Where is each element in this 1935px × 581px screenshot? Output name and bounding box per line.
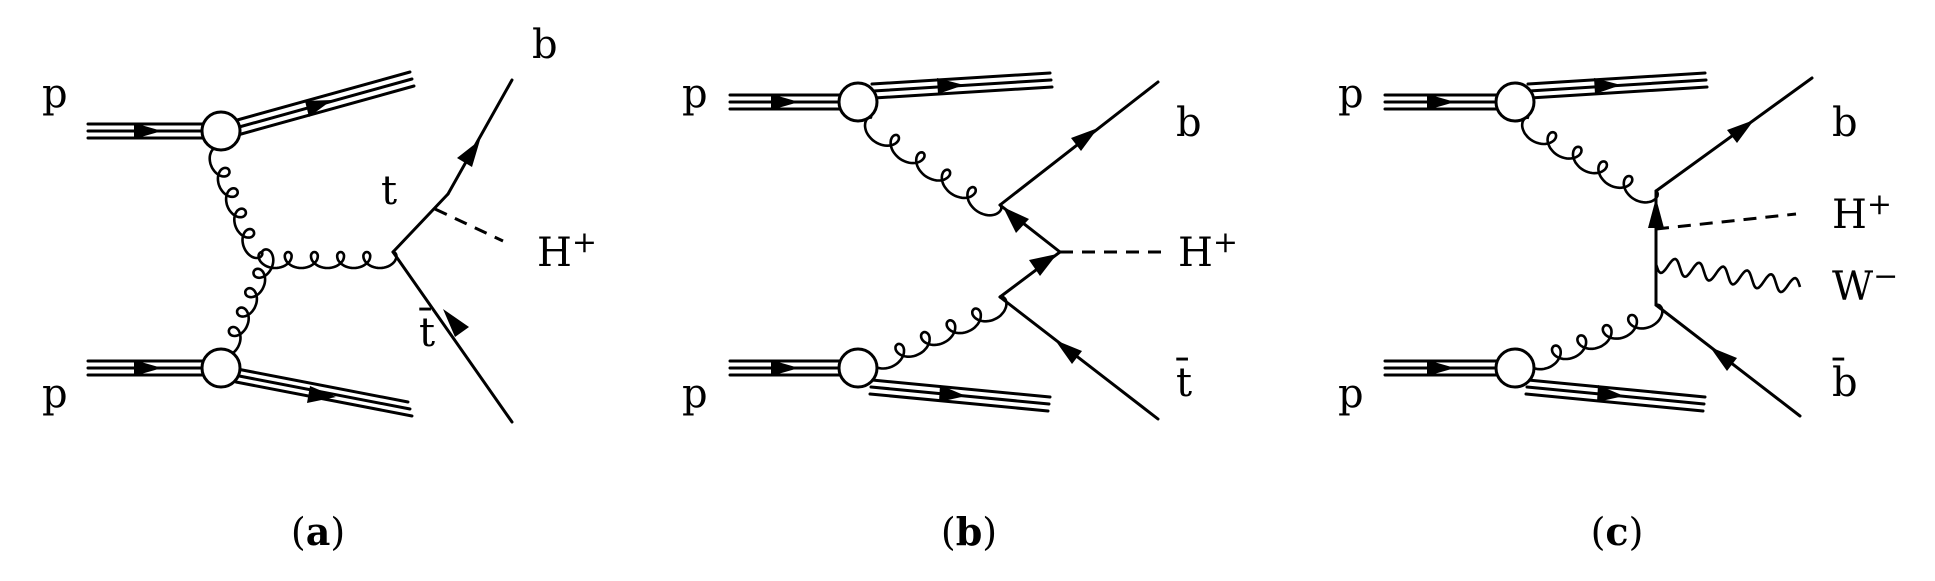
arrow-icon — [443, 309, 469, 337]
label-proton-top: p — [1338, 71, 1364, 117]
proton-blob — [837, 347, 879, 389]
arrow-icon — [937, 78, 964, 94]
arrow-icon — [1029, 254, 1057, 276]
arrow-icon — [771, 94, 799, 110]
proton-blob — [1494, 81, 1536, 123]
w-boson-line — [1654, 257, 1802, 294]
proton-line-top — [1383, 93, 1507, 111]
arrow-icon — [1594, 78, 1621, 94]
proton-line-top — [86, 122, 214, 140]
label-proton-bottom: p — [1338, 371, 1364, 417]
label-bbar: b̄ — [1832, 357, 1858, 406]
proton-remnant-bottom — [868, 378, 1052, 413]
label-t: t — [381, 168, 397, 214]
arrow-icon — [1727, 120, 1754, 143]
label-b: b — [1832, 100, 1858, 146]
arrow-icon — [1071, 128, 1098, 151]
arrow-icon — [307, 386, 336, 403]
arrow-icon — [1710, 347, 1737, 371]
charged-higgs-line — [434, 207, 504, 243]
gluon-line — [208, 146, 264, 260]
proton-remnant-top — [228, 70, 416, 138]
arrow-icon — [1597, 385, 1624, 402]
arrow-icon — [305, 100, 332, 117]
proton-remnant-bottom — [1524, 378, 1707, 413]
arrow-icon — [457, 140, 480, 167]
gluon-line — [219, 248, 275, 357]
antitop-line — [998, 295, 1160, 421]
arrow-icon — [1003, 207, 1029, 233]
antitop-line — [391, 250, 514, 424]
proton-remnant-bottom — [230, 366, 414, 418]
arrow-icon — [939, 385, 966, 402]
caption-a: (a) — [291, 509, 345, 554]
label-proton-bottom: p — [42, 371, 68, 417]
proton-blob — [1494, 347, 1536, 389]
proton-blob — [200, 347, 242, 389]
proton-line-bottom — [86, 359, 214, 377]
label-proton-top: p — [42, 71, 68, 117]
gluon-line — [1520, 116, 1660, 204]
label-higgs: H+ — [1832, 187, 1892, 238]
arrow-icon — [1055, 340, 1082, 364]
label-w-boson: W− — [1832, 259, 1898, 310]
diagram-c: p p b H+ W− b̄ (c) — [1338, 71, 1898, 554]
proton-line-bottom — [728, 359, 850, 377]
gluon-line — [257, 250, 398, 270]
label-b: b — [532, 22, 558, 68]
label-proton-bottom: p — [682, 371, 708, 417]
proton-remnant-top — [1526, 71, 1709, 100]
arrow-icon — [1427, 94, 1455, 110]
diagram-a: p p b t H+ t̄ (a) — [42, 22, 597, 554]
caption-b: (b) — [941, 509, 997, 554]
arrow-icon — [134, 360, 162, 376]
charged-higgs-line — [1655, 212, 1797, 231]
top-quark-line — [391, 192, 450, 254]
arrow-icon — [1427, 360, 1455, 376]
label-proton-top: p — [682, 71, 708, 117]
arrow-icon — [771, 360, 799, 376]
diagram-b: p p b H+ t̄ (b) — [682, 71, 1238, 554]
arrow-icon — [1648, 198, 1664, 228]
proton-blob — [200, 110, 242, 152]
gluon-line — [863, 116, 1003, 217]
proton-blob — [837, 81, 879, 123]
proton-line-top — [728, 93, 850, 111]
label-tbar: t̄ — [419, 307, 435, 356]
proton-remnant-top — [870, 71, 1054, 100]
label-higgs: H+ — [537, 225, 597, 276]
label-higgs: H+ — [1178, 225, 1238, 276]
label-b: b — [1176, 100, 1202, 146]
proton-line-bottom — [1383, 359, 1507, 377]
gluon-line — [1525, 303, 1664, 371]
gluon-line — [868, 295, 1008, 370]
caption-c: (c) — [1591, 509, 1644, 554]
label-tbar: t̄ — [1176, 357, 1192, 406]
arrow-icon — [134, 123, 162, 139]
b-quark-line — [446, 78, 514, 196]
